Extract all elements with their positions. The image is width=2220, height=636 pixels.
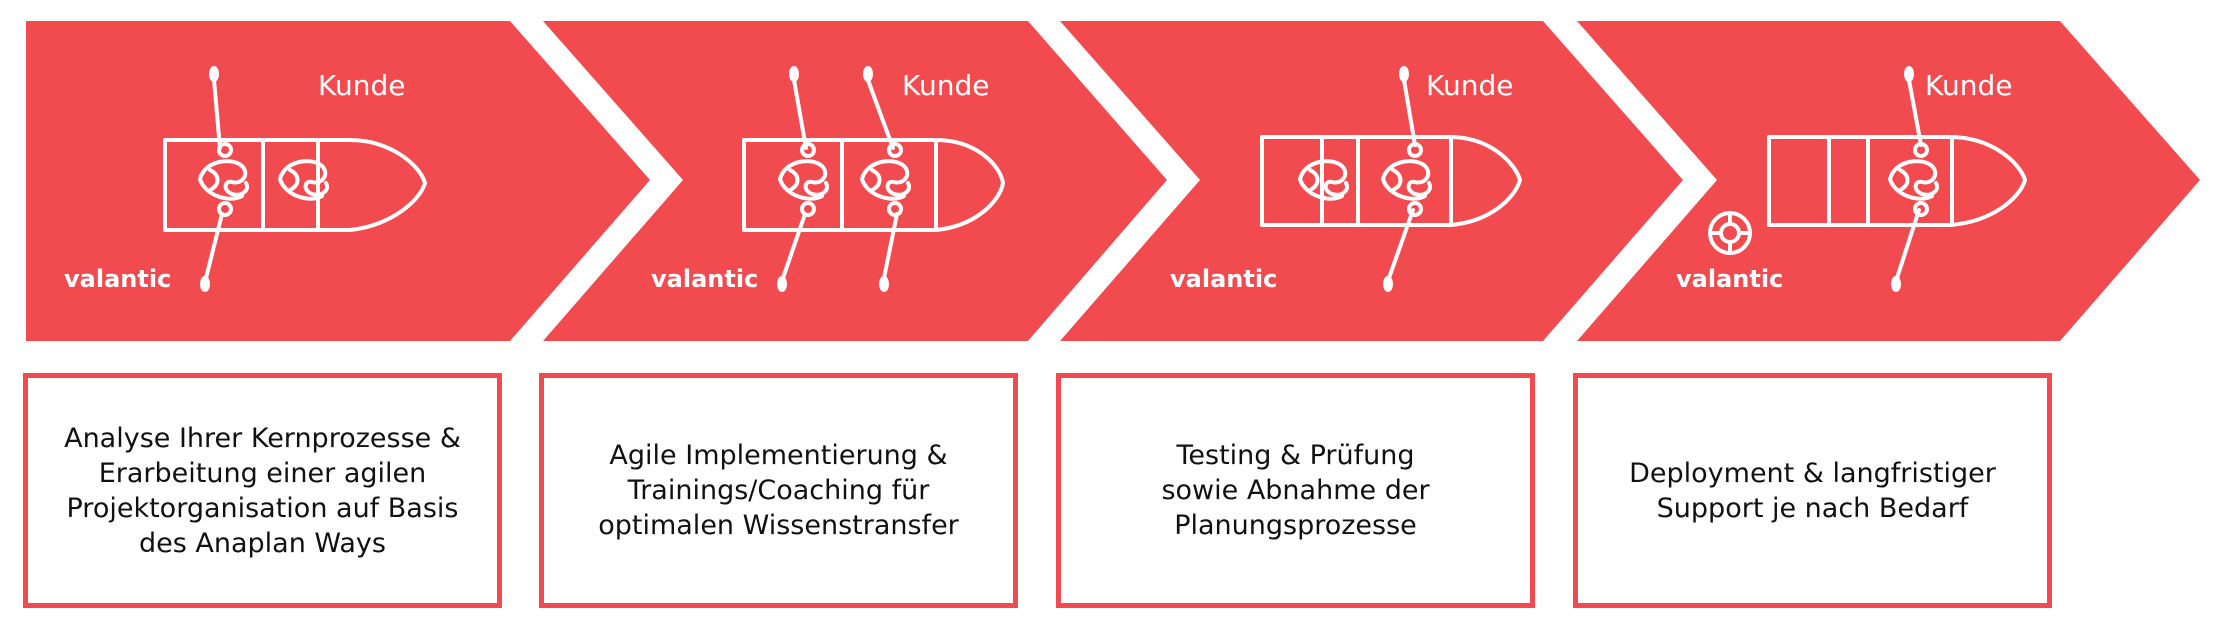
description-line: des Anaplan Ways: [139, 527, 386, 559]
rowing-boat-icon: [1260, 66, 1522, 292]
lifebuoy-icon: [1708, 211, 1752, 255]
step-3-description-box: Testing & Prüfung sowie Abnahme der Plan…: [1056, 373, 1535, 608]
step-4-description: Deployment & langfristiger Support je na…: [1629, 456, 1996, 526]
description-line: Projektorganisation auf Basis: [66, 492, 459, 524]
chevron-shape: [543, 21, 1167, 341]
rowing-boat-icon: [1767, 66, 2027, 292]
brand-label: valantic: [64, 265, 171, 293]
chevron-shape: [1060, 21, 1683, 341]
description-line: optimalen Wissenstransfer: [598, 510, 959, 541]
description-line: sowie Abnahme der: [1161, 475, 1430, 506]
customer-label: Kunde: [1925, 69, 2012, 102]
rowing-boat-icon: [163, 66, 427, 292]
customer-label: Kunde: [318, 69, 405, 102]
step-4-chevron: Kunde valantic: [1577, 21, 2200, 341]
rowing-boat-icon: [742, 66, 1005, 292]
step-2-description-box: Agile Implementierung & Trainings/Coachi…: [539, 373, 1018, 608]
description-line: Trainings/Coaching für: [627, 475, 930, 506]
step-2-description: Agile Implementierung & Trainings/Coachi…: [598, 438, 959, 543]
step-4-description-box: Deployment & langfristiger Support je na…: [1573, 373, 2052, 608]
step-1-description-box: Analyse Ihrer Kernprozesse & Erarbeitung…: [23, 373, 502, 608]
description-line: Support je nach Bedarf: [1656, 492, 1969, 524]
customer-label: Kunde: [902, 69, 989, 102]
description-line: Testing & Prüfung: [1176, 440, 1415, 471]
description-line: Planungsprozesse: [1174, 510, 1417, 541]
step-3-chevron: Kunde valantic: [1060, 21, 1683, 341]
chevron-shape: [1577, 21, 2200, 341]
brand-label: valantic: [651, 265, 758, 293]
step-1-description: Analyse Ihrer Kernprozesse & Erarbeitung…: [64, 421, 461, 561]
description-line: Agile Implementierung &: [609, 440, 948, 471]
description-line: Deployment & langfristiger: [1629, 457, 1996, 489]
chevron-shape: [26, 21, 650, 341]
brand-label: valantic: [1676, 265, 1783, 293]
step-1-chevron: Kunde valantic: [26, 21, 650, 341]
step-3-description: Testing & Prüfung sowie Abnahme der Plan…: [1161, 438, 1429, 543]
description-line: Analyse Ihrer Kernprozesse &: [64, 422, 461, 454]
step-2-chevron: Kunde valantic: [543, 21, 1167, 341]
brand-label: valantic: [1170, 265, 1277, 293]
customer-label: Kunde: [1426, 69, 1513, 102]
description-line: Erarbeitung einer agilen: [98, 457, 427, 489]
